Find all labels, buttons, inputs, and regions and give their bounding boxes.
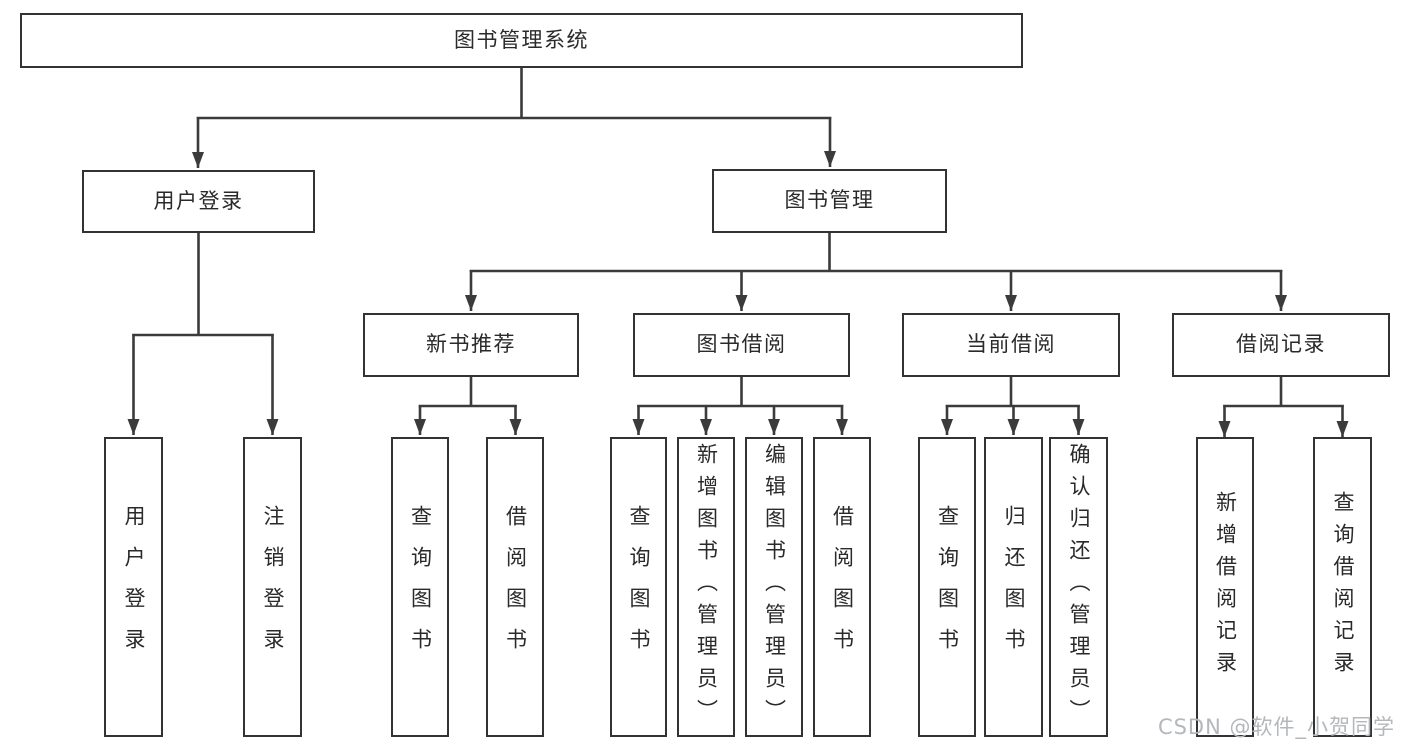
edges-borrow-records-to-leaves <box>1218 377 1349 437</box>
leaf-add-books-admin: 新增图书（管理员） <box>677 437 735 737</box>
edges-root-to-level2 <box>192 68 836 168</box>
node-label: 借阅记录 <box>1236 332 1326 357</box>
leaf-label: 确认归还（管理员） <box>1067 443 1091 731</box>
node-library-management-system: 图书管理系统 <box>20 13 1023 68</box>
edges-new-book-recommend-to-leaves <box>414 377 522 435</box>
edges-current-borrow-to-leaves <box>941 377 1085 435</box>
node-label: 图书管理系统 <box>454 27 589 52</box>
leaf-user-login: 用户登录 <box>104 437 163 737</box>
leaf-label: 新增图书（管理员） <box>694 443 719 731</box>
leaf-confirm-return-admin: 确认归还（管理员） <box>1049 437 1108 737</box>
leaf-label: 借阅图书 <box>503 505 528 669</box>
node-current-borrow: 当前借阅 <box>902 313 1120 377</box>
leaf-query-books-current: 查询图书 <box>918 437 976 737</box>
node-label: 新书推荐 <box>426 332 516 357</box>
node-book-borrow: 图书借阅 <box>633 313 850 377</box>
leaf-edit-books-admin: 编辑图书（管理员） <box>745 437 803 737</box>
leaf-label: 新增借阅记录 <box>1213 491 1238 683</box>
leaf-label: 归还图书 <box>1002 505 1026 669</box>
leaf-borrow-books: 借阅图书 <box>813 437 871 737</box>
leaf-label: 查询图书 <box>627 505 651 669</box>
leaf-label: 用户登录 <box>122 505 146 669</box>
leaf-return-books: 归还图书 <box>984 437 1043 737</box>
leaf-query-borrow-record: 查询借阅记录 <box>1313 437 1372 737</box>
node-user-login: 用户登录 <box>82 170 315 233</box>
leaf-add-borrow-record: 新增借阅记录 <box>1196 437 1254 737</box>
node-label: 图书借阅 <box>696 332 787 357</box>
edges-book-management-to-level3 <box>465 233 1287 311</box>
leaf-query-books-borrow: 查询图书 <box>610 437 667 737</box>
leaf-logout: 注销登录 <box>243 437 302 737</box>
leaf-label: 借阅图书 <box>830 505 855 669</box>
leaf-label: 编辑图书（管理员） <box>762 443 787 731</box>
edges-user-login-to-leaves <box>127 233 279 435</box>
leaf-label: 查询图书 <box>408 505 433 669</box>
leaf-label: 查询图书 <box>935 505 960 669</box>
node-new-book-recommend: 新书推荐 <box>363 313 579 377</box>
node-label: 图书管理 <box>784 188 875 213</box>
node-label: 当前借阅 <box>966 332 1056 357</box>
leaf-borrow-books-recommend: 借阅图书 <box>486 437 544 737</box>
node-label: 用户登录 <box>153 188 244 213</box>
leaf-label: 注销登录 <box>261 505 285 669</box>
node-book-management: 图书管理 <box>712 169 947 233</box>
leaf-query-books-recommend: 查询图书 <box>391 437 449 737</box>
edges-book-borrow-to-leaves <box>632 377 848 435</box>
leaf-label: 查询借阅记录 <box>1331 491 1355 683</box>
node-borrow-records: 借阅记录 <box>1172 313 1390 377</box>
csdn-watermark: CSDN @软件_小贺同学 <box>1157 715 1395 739</box>
